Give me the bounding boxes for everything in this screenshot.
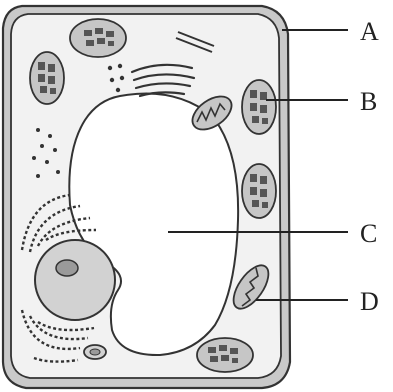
nucleus	[35, 240, 115, 320]
chloroplast	[197, 338, 253, 372]
chloroplast	[30, 52, 64, 104]
label-a: A	[360, 17, 379, 46]
chloroplast-b	[242, 80, 276, 134]
label-c: C	[360, 219, 377, 248]
chloroplast	[242, 164, 276, 218]
label-d: D	[360, 287, 379, 316]
label-b: B	[360, 87, 377, 116]
chloroplast	[70, 19, 126, 57]
nucleolus	[56, 260, 78, 276]
